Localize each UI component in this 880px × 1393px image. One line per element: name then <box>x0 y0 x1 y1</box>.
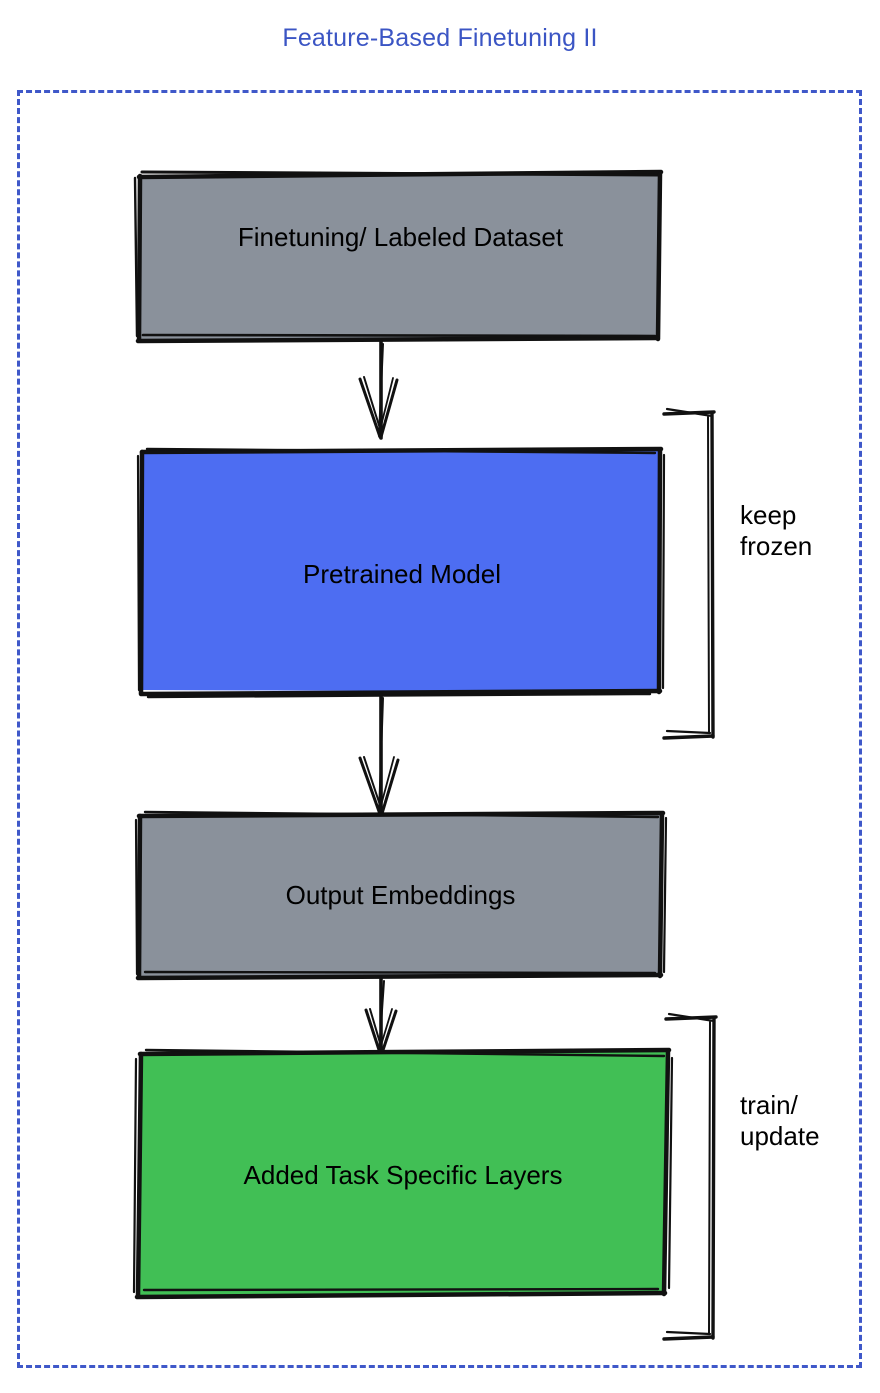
annotation-train-update-line-1: train/ <box>740 1090 798 1120</box>
annotation-keep-frozen: keep frozen <box>740 500 812 562</box>
node-label-pretrained-model: Pretrained Model <box>303 559 501 589</box>
diagram-outer-frame <box>17 90 862 1368</box>
node-label-finetuning-dataset: Finetuning/ Labeled Dataset <box>237 222 564 252</box>
node-label-task-specific-layers: Added Task Specific Layers <box>243 1160 563 1190</box>
annotation-keep-frozen-line-1: keep <box>740 500 797 530</box>
page-title: Feature-Based Finetuning II <box>282 24 598 52</box>
node-label-output-embeddings: Output Embeddings <box>285 880 516 910</box>
annotation-keep-frozen-line-2: frozen <box>740 531 813 562</box>
annotation-train-update: train/ update <box>740 1090 820 1152</box>
annotation-train-update-line-2: update <box>740 1121 820 1152</box>
